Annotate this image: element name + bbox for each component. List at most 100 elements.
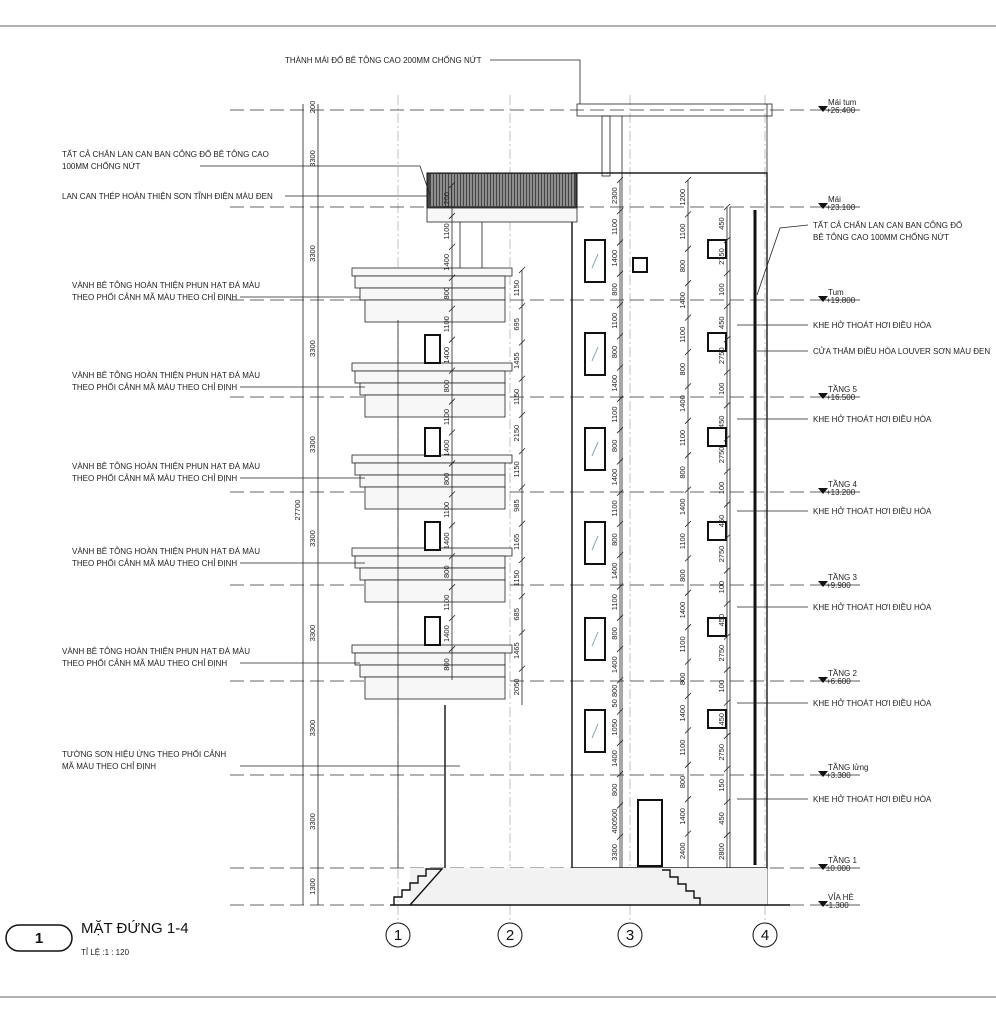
dimension-text: 800 xyxy=(610,784,619,797)
drawing-scale: TỈ LỆ :1 : 120 xyxy=(81,948,130,957)
leader-line xyxy=(756,224,809,296)
concrete-band xyxy=(364,676,506,700)
building-outline xyxy=(351,103,790,906)
note-text: VÀNH BÊ TÔNG HOÀN THIỆN PHUN HẠT ĐÁ MÀU xyxy=(72,281,260,290)
dimension-text: 695 xyxy=(512,318,521,331)
small-window xyxy=(707,332,727,352)
level-name: TẦNG lửng xyxy=(828,762,868,772)
note-text: BÊ TÔNG CAO 100MM CHỐNG NỨT xyxy=(813,232,949,242)
level-marker-icon xyxy=(818,203,828,209)
dimension-text: 2750 xyxy=(717,744,726,761)
note-text: TƯỜNG SƠN HIỆU ỨNG THEO PHỐI CẢNH xyxy=(62,749,226,759)
dimension-text: 1100 xyxy=(442,502,451,518)
dimension-text: 100 xyxy=(717,680,726,693)
dimension-text: 1150 xyxy=(512,461,521,477)
note-text: KHE HỞ THOÁT HƠI ĐIỀU HÒA xyxy=(813,506,932,516)
dimension-text: 800 xyxy=(678,260,687,273)
dimension-text: 150 xyxy=(717,779,726,792)
level-elevation: +13.200 xyxy=(826,488,856,497)
dimension-text: 800 xyxy=(610,440,619,453)
dimension-text: 1100 xyxy=(678,224,687,240)
dimension-text: 1100 xyxy=(610,219,619,235)
dimension-text: 3300 xyxy=(308,625,317,642)
dimension-text: 100 xyxy=(717,383,726,396)
dimension-text: 1400 xyxy=(610,656,619,673)
level-marker-icon xyxy=(818,771,828,777)
dimension-text: 1100 xyxy=(678,533,687,549)
roof-parapet xyxy=(576,103,773,117)
entrance-door xyxy=(637,799,663,867)
level-marker-icon xyxy=(818,581,828,587)
note-text: THEO PHỐI CẢNH MÃ MÀU THEO CHỈ ĐỊNH xyxy=(72,382,237,392)
note-text: KHE HỞ THOÁT HƠI ĐIỀU HÒA xyxy=(813,698,932,708)
dimension-text: 100 xyxy=(717,482,726,495)
dimension-text: 2750 xyxy=(717,347,726,364)
grid-bubble xyxy=(497,922,523,948)
dimension-text: 3300 xyxy=(308,245,317,262)
dimension-text: 800 xyxy=(678,776,687,789)
dimension-text: 450 xyxy=(717,614,726,627)
dimension-text: 1100 xyxy=(610,313,619,329)
dimension-text: 2750 xyxy=(717,447,726,464)
level-name: Mái tum xyxy=(828,98,857,107)
drawing-title: MẶT ĐỨNG 1-4 xyxy=(81,920,189,937)
dimension-text: 800 xyxy=(442,565,451,578)
level-elevation: +9.900 xyxy=(826,581,851,590)
dimension-text: 1100 xyxy=(610,406,619,422)
dimension-text: 985 xyxy=(512,499,521,512)
note-text: VÀNH BÊ TÔNG HOÀN THIỆN PHUN HẠT ĐÁ MÀU xyxy=(72,371,260,380)
dimension-text: 1200 xyxy=(442,192,451,209)
grid-axis-label: 1 xyxy=(394,927,402,944)
grid-bubble xyxy=(385,922,411,948)
balcony-slab xyxy=(351,644,513,654)
note-text: VÀNH BÊ TÔNG HOÀN THIỆN PHUN HẠT ĐÁ MÀU xyxy=(62,647,250,656)
level-name: VỈA HÈ xyxy=(828,893,854,902)
dimension-text: 1100 xyxy=(442,316,451,332)
note-text: VÀNH BÊ TÔNG HOÀN THIỆN PHUN HẠT ĐÁ MÀU xyxy=(72,462,260,471)
note-text: TẤT CẢ CHÂN LAN CAN BAN CÔNG ĐỔ BÊ TÔNG … xyxy=(62,149,269,159)
dimension-text: 2800 xyxy=(717,843,726,860)
dimension-text: 2050 xyxy=(512,679,521,696)
dimension-text: 1100 xyxy=(610,500,619,516)
dimension-text: 1100 xyxy=(678,740,687,756)
ground-fill xyxy=(410,868,767,905)
dimension-text: 1400 xyxy=(610,563,619,580)
dimension-text: 1400 xyxy=(610,469,619,486)
drawing-title-block: 1 MẶT ĐỨNG 1-4 TỈ LỆ :1 : 120 xyxy=(5,920,189,957)
dimension-text: 800 xyxy=(610,533,619,546)
level-elevation: -1.300 xyxy=(826,901,849,910)
level-elevation: ±0.000 xyxy=(826,864,851,873)
balcony-window xyxy=(424,521,441,551)
grid-axis-label: 2 xyxy=(506,927,514,944)
dimension-text: 800 xyxy=(442,658,451,671)
small-window xyxy=(707,521,727,541)
note-text: THEO PHỐI CẢNH MÃ MÀU THEO CHỈ ĐỊNH xyxy=(72,473,237,483)
note-text: KHE HỞ THOÁT HƠI ĐIỀU HÒA xyxy=(813,602,932,612)
level-marker-icon xyxy=(818,901,828,907)
dimension-text: 1400 xyxy=(442,347,451,364)
dimension-text: 800 xyxy=(678,569,687,582)
note-text: VÀNH BÊ TÔNG HOÀN THIỆN PHUN HẠT ĐÁ MÀU xyxy=(72,547,260,556)
grid-axis-label: 3 xyxy=(626,927,634,944)
balcony-slab xyxy=(351,267,513,277)
level-marker-icon xyxy=(818,296,828,302)
dimension-text: 1465 xyxy=(512,642,521,659)
dimension-text: 3300 xyxy=(308,340,317,357)
dimension-text: 3300 xyxy=(308,436,317,453)
dimension-text: 1400 xyxy=(678,395,687,412)
note-text: THEO PHỐI CẢNH MÃ MÀU THEO CHỈ ĐỊNH xyxy=(72,558,237,568)
note-text: THEO PHỐI CẢNH MÃ MÀU THEO CHỈ ĐỊNH xyxy=(72,292,237,302)
svg-text:27700: 27700 xyxy=(293,500,302,521)
level-elevation: +19.800 xyxy=(826,296,856,305)
dimension-text: 800 xyxy=(678,673,687,686)
dimension-text: 1165 xyxy=(512,534,521,550)
dimension-text: 2750 xyxy=(717,645,726,662)
grid-bubble xyxy=(752,922,778,948)
grid-bubble xyxy=(617,922,643,948)
balcony-window xyxy=(424,616,441,646)
level-elevation: +6.600 xyxy=(826,677,851,686)
note-text: 100MM CHỐNG NỨT xyxy=(62,161,141,171)
view-number-bubble xyxy=(5,924,73,952)
level-elevation: +16.500 xyxy=(826,393,856,402)
dimension-text: 800 xyxy=(678,363,687,376)
